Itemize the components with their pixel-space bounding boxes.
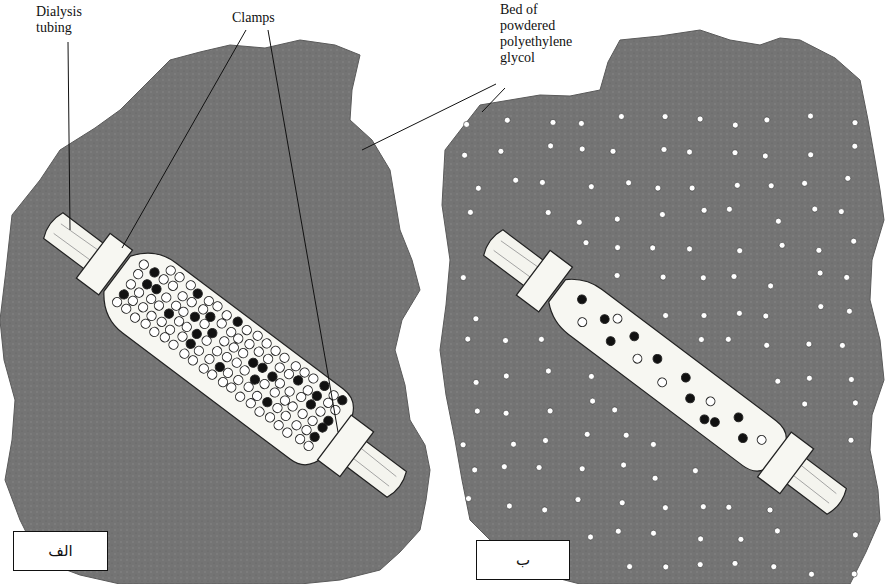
part-label: Clamps bbox=[232, 10, 302, 26]
part-label: Bed of powdered polyethylene glycol bbox=[500, 2, 588, 66]
panel-letter-box: ب bbox=[476, 540, 570, 580]
dialysis-tube bbox=[474, 218, 857, 526]
peg-bed bbox=[0, 40, 430, 584]
peg-bed bbox=[440, 30, 884, 584]
panel-letter-box: الف bbox=[13, 531, 108, 571]
dialysis-tube bbox=[24, 188, 426, 521]
panel-letter: ب bbox=[516, 551, 530, 569]
leader-lines bbox=[68, 30, 505, 432]
panel-letter: الف bbox=[48, 542, 72, 560]
part-label: Dialysis tubing bbox=[36, 4, 108, 36]
peg-particles bbox=[460, 113, 858, 577]
